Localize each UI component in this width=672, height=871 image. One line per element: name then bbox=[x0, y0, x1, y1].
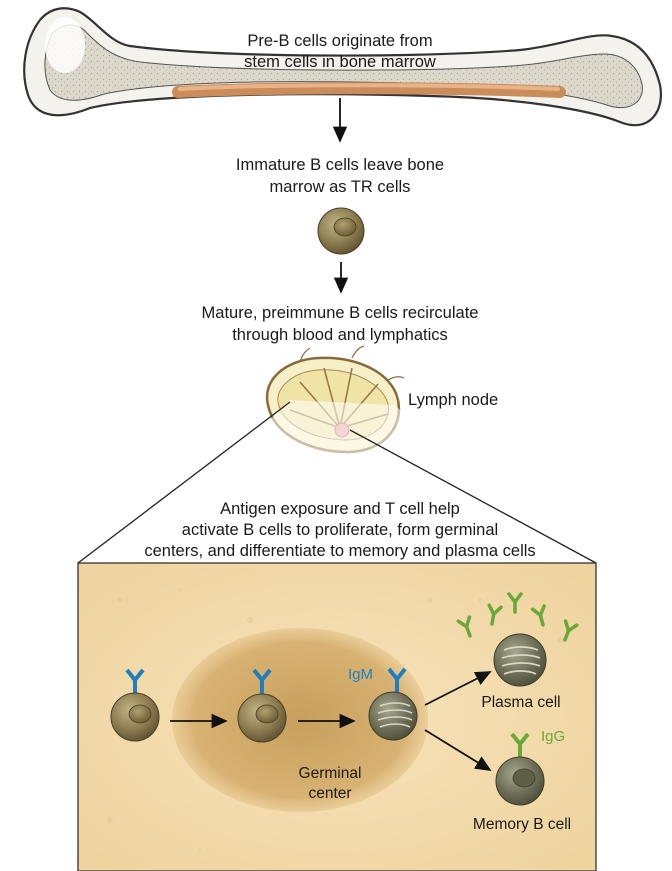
memory-b-cell-label: Memory B cell bbox=[473, 816, 571, 833]
mature-label-line2: through blood and lymphatics bbox=[232, 326, 448, 344]
mature-label-line1: Mature, preimmune B cells recirculate bbox=[202, 304, 479, 322]
germinal-center-label-line1: Germinal bbox=[299, 765, 362, 782]
plasma-cell-label: Plasma cell bbox=[481, 694, 560, 711]
plasma-cell bbox=[494, 634, 546, 686]
antigen-label-line3: centers, and differentiate to memory and… bbox=[144, 542, 535, 560]
lymph-node-label: Lymph node bbox=[408, 391, 498, 409]
antigen-label-line2: activate B cells to proliferate, form ge… bbox=[182, 521, 498, 539]
igg-label: IgG bbox=[541, 728, 565, 745]
bone-label-line1: Pre-B cells originate from bbox=[247, 32, 432, 50]
immature-label-line1: Immature B cells leave bone bbox=[236, 156, 444, 174]
antigen-label-line1: Antigen exposure and T cell help bbox=[220, 500, 460, 518]
bone-label-line2: stem cells in bone marrow bbox=[244, 53, 436, 71]
igm-label: IgM bbox=[348, 666, 373, 683]
immature-label-line2: marrow as TR cells bbox=[270, 178, 411, 196]
immature-b-cell bbox=[318, 208, 364, 254]
germinal-center-label-line2: center bbox=[308, 785, 351, 802]
